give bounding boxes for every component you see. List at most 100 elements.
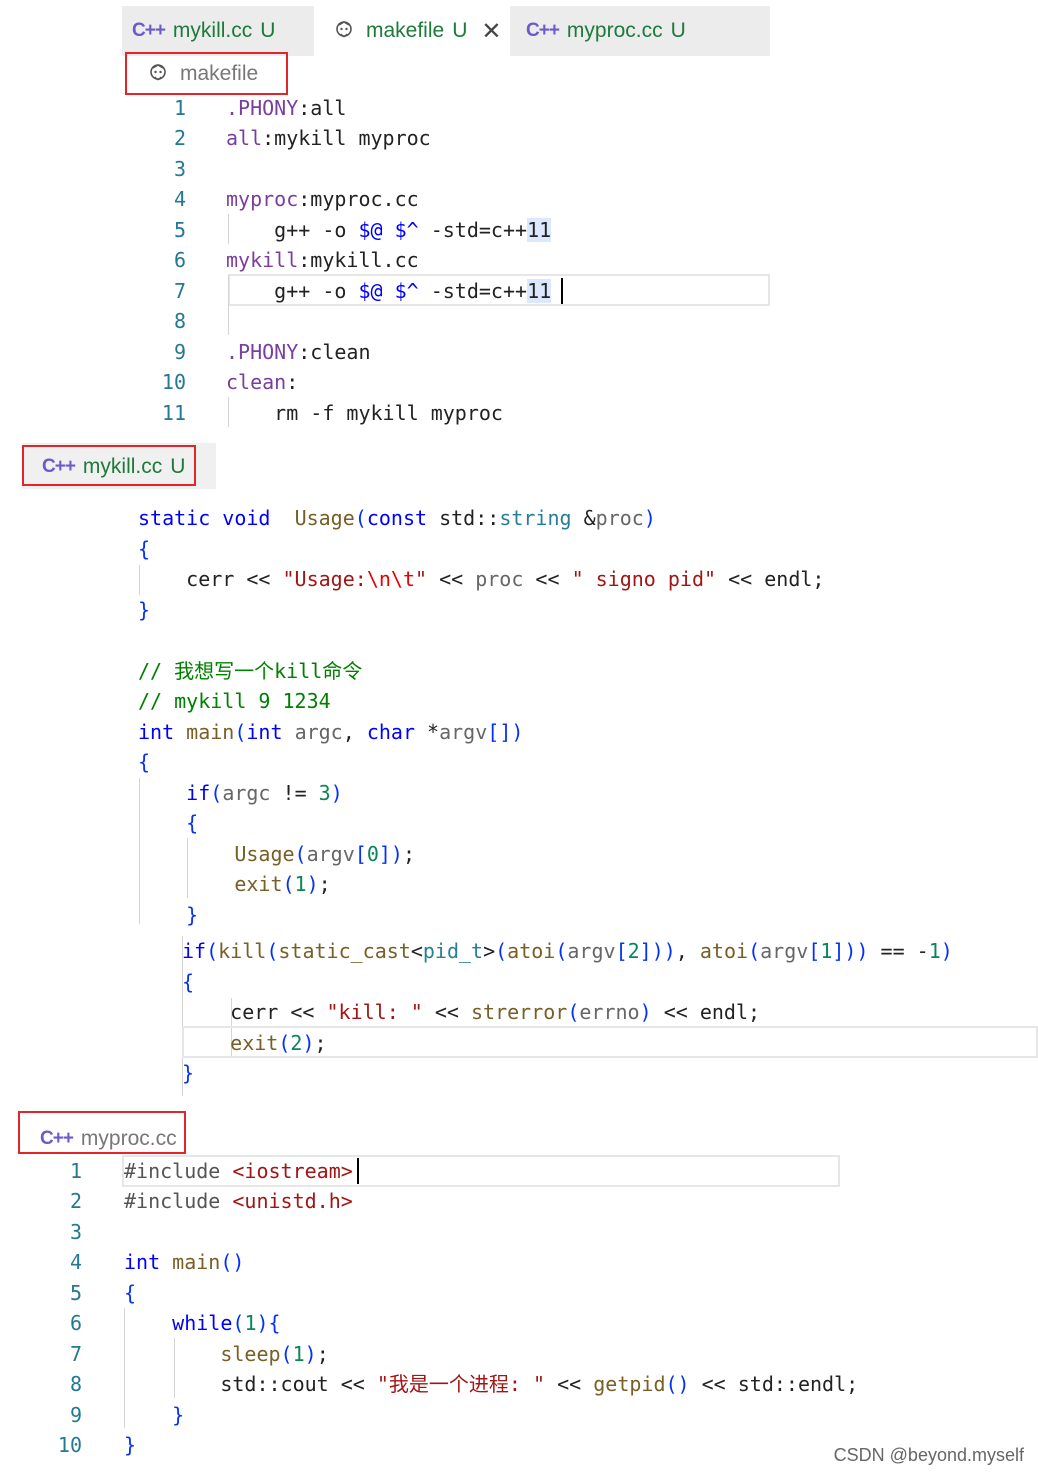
close-icon[interactable]: ✕ xyxy=(481,17,502,45)
code-line: int main() xyxy=(124,1250,245,1274)
code-line: .PHONY:all xyxy=(226,96,347,120)
line-number: 3 xyxy=(69,1220,82,1244)
code-line: } xyxy=(186,903,199,927)
code-line: if(argc != 3) xyxy=(186,781,343,805)
code-line: exit(1); xyxy=(234,872,331,896)
indent-guide xyxy=(231,998,232,1058)
indent-guide xyxy=(228,397,229,427)
line-number: 11 xyxy=(161,401,186,425)
line-number: 9 xyxy=(173,340,186,364)
highlight-box xyxy=(18,1111,186,1154)
code-line: Usage(argv[0]); xyxy=(234,842,415,866)
breadcrumb-label: myproc.cc xyxy=(80,1127,177,1150)
current-line-highlight xyxy=(228,274,770,306)
line-number: 10 xyxy=(57,1433,82,1457)
line-number: 5 xyxy=(173,218,186,242)
breadcrumb-makefile[interactable]: makefile xyxy=(146,62,258,86)
breadcrumb-myproc[interactable]: C++ myproc.cc xyxy=(40,1127,177,1151)
code-line: // 我想写一个kill命令 xyxy=(138,659,363,683)
cpp-file-icon: C++ xyxy=(132,20,166,41)
git-status-badge: U xyxy=(170,455,186,478)
highlight-box xyxy=(22,445,196,486)
code-line: g++ -o $@ $^ -std=c++11 xyxy=(226,218,552,242)
tab-myproc[interactable]: C++ myproc.cc U xyxy=(526,6,716,56)
line-number: 8 xyxy=(173,309,186,333)
text-cursor xyxy=(357,1158,359,1184)
code-line: exit(2); xyxy=(230,1031,327,1055)
breadcrumb-label: mykill.cc xyxy=(82,455,163,478)
tab-mykill[interactable]: C++ mykill.cc U xyxy=(132,6,312,56)
code-line: } xyxy=(172,1403,185,1427)
makefile-icon xyxy=(150,64,166,81)
code-line: } xyxy=(124,1433,137,1457)
indent-guide xyxy=(174,1338,175,1398)
line-number: 8 xyxy=(69,1372,82,1396)
cpp-file-icon: C++ xyxy=(42,456,76,477)
git-status-badge: U xyxy=(260,19,276,42)
current-line-highlight xyxy=(122,1155,840,1187)
line-number: 10 xyxy=(161,370,186,394)
line-number: 9 xyxy=(69,1403,82,1427)
tab-label: mykill.cc xyxy=(172,19,253,42)
code-line: myproc:myproc.cc xyxy=(226,187,419,211)
code-line: std::cout << "我是一个进程: " << getpid() << s… xyxy=(220,1372,859,1396)
tab-label: makefile xyxy=(366,19,445,42)
indent-guide xyxy=(228,214,229,244)
line-number: 4 xyxy=(173,187,186,211)
indent-guide xyxy=(124,1308,125,1428)
line-number: 3 xyxy=(173,157,186,181)
line-number: 6 xyxy=(69,1311,82,1335)
breadcrumb-mykill[interactable]: C++ mykill.cc U xyxy=(42,455,185,479)
code-line: #include <unistd.h> xyxy=(124,1189,353,1213)
line-number: 2 xyxy=(173,126,186,150)
code-line: g++ -o $@ $^ -std=c++11 xyxy=(226,279,552,303)
code-line: if(kill(static_cast<pid_t>(atoi(argv[2])… xyxy=(182,939,953,963)
breadcrumb-label: makefile xyxy=(180,62,259,85)
line-number: 6 xyxy=(173,248,186,272)
watermark-credit: CSDN @beyond.myself xyxy=(833,1445,1024,1465)
text-cursor xyxy=(561,278,563,304)
line-number: 1 xyxy=(173,96,186,120)
indent-guide xyxy=(228,275,229,335)
line-number: 7 xyxy=(173,279,186,303)
indent-guide xyxy=(139,565,140,595)
line-number: 4 xyxy=(69,1250,82,1274)
highlight-box xyxy=(125,52,288,95)
git-status-badge: U xyxy=(670,19,686,42)
cpp-file-icon: C++ xyxy=(40,1128,74,1149)
code-line: { xyxy=(138,750,151,774)
code-line: clean: xyxy=(226,370,299,394)
code-line: #include <iostream> xyxy=(124,1159,353,1183)
code-line: static void Usage(const std::string &pro… xyxy=(138,506,656,530)
indent-guide xyxy=(182,936,183,1096)
code-line: rm -f mykill myproc xyxy=(226,401,503,425)
indent-guide xyxy=(187,838,188,898)
tab-label: myproc.cc xyxy=(566,19,663,42)
line-number: 1 xyxy=(69,1159,82,1183)
code-line: { xyxy=(186,811,199,835)
indent-guide xyxy=(139,778,140,924)
line-number: 7 xyxy=(69,1342,82,1366)
line-number: 2 xyxy=(69,1189,82,1213)
mykill-tab-strip xyxy=(22,443,216,489)
tab-makefile[interactable]: makefile U ✕ xyxy=(314,6,510,56)
current-line-highlight xyxy=(182,1026,1038,1058)
code-line: } xyxy=(138,598,151,622)
code-line: { xyxy=(138,537,151,561)
code-line: mykill:mykill.cc xyxy=(226,248,419,272)
code-line: } xyxy=(182,1061,195,1085)
code-line: // mykill 9 1234 xyxy=(138,689,331,713)
code-line: cerr << "Usage:\n\t" << proc << " signo … xyxy=(186,567,825,591)
code-line: int main(int argc, char *argv[]) xyxy=(138,720,524,744)
code-line: { xyxy=(124,1281,137,1305)
line-number: 5 xyxy=(69,1281,82,1305)
code-line: while(1){ xyxy=(172,1311,281,1335)
git-status-badge: U xyxy=(452,19,468,42)
code-line: .PHONY:clean xyxy=(226,340,371,364)
cpp-file-icon: C++ xyxy=(526,20,560,41)
code-line: sleep(1); xyxy=(220,1342,329,1366)
editor-tab-bar: C++ mykill.cc U makefile U ✕ C++ myproc.… xyxy=(122,6,770,56)
makefile-icon xyxy=(336,21,352,38)
code-line: cerr << "kill: " << strerror(errno) << e… xyxy=(230,1000,761,1024)
code-line: all:mykill myproc xyxy=(226,126,431,150)
